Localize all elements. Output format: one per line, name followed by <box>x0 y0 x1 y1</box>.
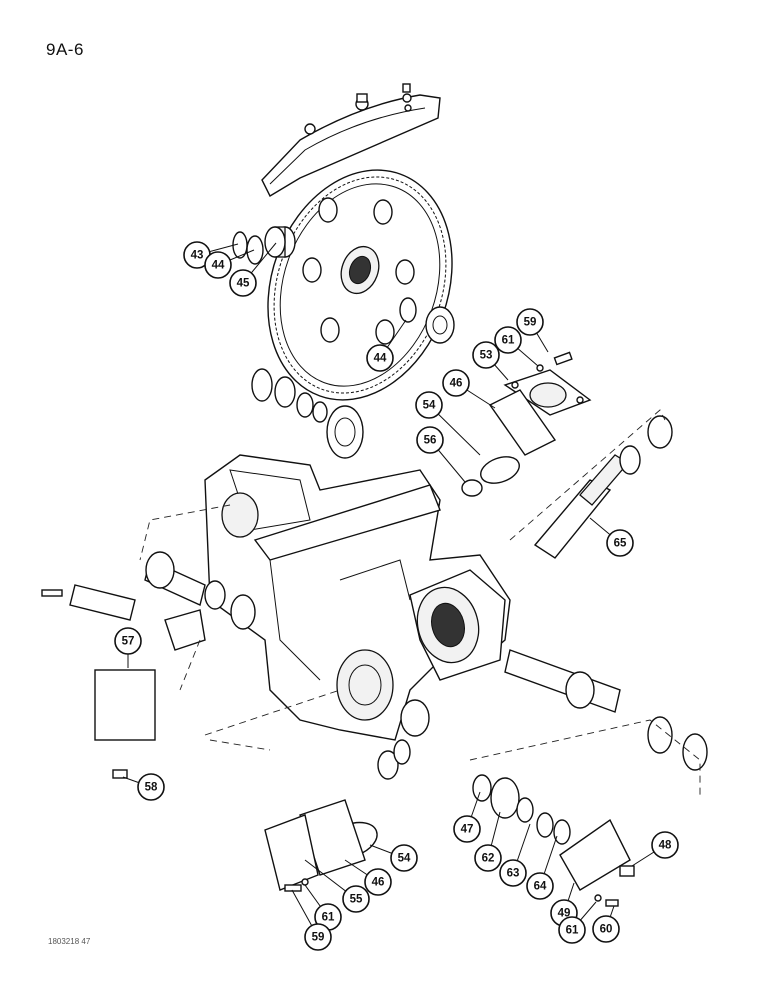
callout-circle <box>592 915 620 943</box>
main-housing <box>204 454 511 741</box>
callout-circle <box>416 426 444 454</box>
bearing-stack <box>251 368 364 459</box>
callout-circle <box>499 859 527 887</box>
page-number: 9A-6 <box>46 40 84 59</box>
callout-circle <box>229 269 257 297</box>
plate <box>69 584 136 621</box>
callout-circle <box>137 773 165 801</box>
callout-circle <box>651 831 679 859</box>
callout-label-59: 59 <box>524 317 537 329</box>
callout-label-54: 54 <box>398 853 411 865</box>
callout-circle <box>366 344 394 372</box>
callout-circle <box>558 916 586 944</box>
callout-label-48: 48 <box>659 840 672 852</box>
callout-circle <box>342 885 370 913</box>
callout-label-54: 54 <box>423 400 436 412</box>
callout-circle <box>390 844 418 872</box>
callout-label-57: 57 <box>122 636 135 648</box>
output-shaft-right <box>504 649 708 771</box>
callout-circle <box>516 308 544 336</box>
callout-label-61: 61 <box>502 335 515 347</box>
callout-circle <box>415 391 443 419</box>
gasket-46 <box>488 389 557 456</box>
lower-right-parts <box>472 774 635 907</box>
callout-circle <box>364 868 392 896</box>
callout-label-61: 61 <box>322 912 335 924</box>
callout-label-60: 60 <box>600 924 613 936</box>
shift-fork <box>164 609 206 651</box>
ring-gear <box>267 169 453 401</box>
bushing-45 <box>264 226 296 258</box>
cover-plate-57 <box>94 669 156 741</box>
parts-illustration <box>41 83 708 907</box>
callout-circle <box>204 251 232 279</box>
callout-label-43: 43 <box>191 250 204 262</box>
callout-label-49: 49 <box>558 908 571 920</box>
callout-label-56: 56 <box>424 435 437 447</box>
callout-label-44: 44 <box>212 260 225 272</box>
callout-circle <box>442 369 470 397</box>
callout-label-61: 61 <box>566 925 579 937</box>
callout-label-65: 65 <box>614 538 627 550</box>
callout-label-63: 63 <box>507 868 520 880</box>
bolt-59 <box>553 351 573 366</box>
callout-circle <box>453 815 481 843</box>
bearing-cover-53 <box>503 369 592 416</box>
shaft-65 <box>533 415 673 559</box>
bolt-58 <box>112 769 128 779</box>
washer-44 <box>246 235 264 265</box>
callout-circle <box>304 923 332 951</box>
top-cover <box>261 83 441 197</box>
callout-label-47: 47 <box>461 824 474 836</box>
washer-61 <box>536 364 544 372</box>
callout-circle <box>114 627 142 655</box>
cup-56 <box>461 479 483 497</box>
callout-label-62: 62 <box>482 853 495 865</box>
callout-label-53: 53 <box>480 350 493 362</box>
callout-circle <box>494 326 522 354</box>
figure-id: 1803218 47 <box>48 937 91 946</box>
callout-label-46: 46 <box>372 877 385 889</box>
callout-label-59: 59 <box>312 932 325 944</box>
callout-circle <box>474 844 502 872</box>
callout-circle <box>472 341 500 369</box>
callout-label-44: 44 <box>374 353 387 365</box>
pto-shaft-left <box>144 551 256 630</box>
callout-label-58: 58 <box>145 782 158 794</box>
callout-circle <box>526 872 554 900</box>
callout-label-45: 45 <box>237 278 250 290</box>
small-pinion <box>425 306 455 344</box>
callout-label-55: 55 <box>350 894 363 906</box>
o-ring-54 <box>480 456 520 484</box>
callout-label-46: 46 <box>450 378 463 390</box>
bolt <box>41 589 63 597</box>
callout-circle <box>606 529 634 557</box>
callouts: 43 44 45 44 59 61 53 46 54 56 65 57 58 47 62 63 64 48 49 61… <box>114 241 679 951</box>
washer-44b <box>399 297 417 323</box>
callout-label-64: 64 <box>534 881 547 893</box>
